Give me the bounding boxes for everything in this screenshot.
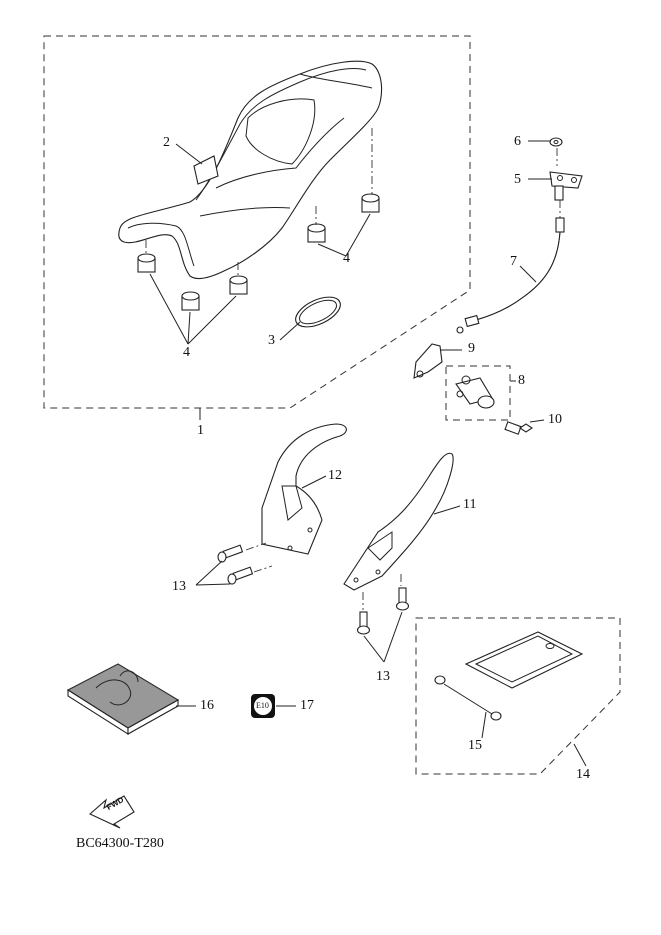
callout-13: 13 [376,669,390,684]
grab-bar-bolt [227,566,254,585]
grab-bar-right [343,452,454,591]
callout-9: 9 [468,341,475,356]
owners-manual [66,663,180,735]
seat-damper-group [137,193,380,311]
helmet-holder-cable [434,675,502,721]
callout-13: 13 [172,579,186,594]
callout-4: 4 [183,345,190,360]
callout-7: 7 [510,254,517,269]
seat-damper [137,253,156,273]
group-box-8 [445,365,511,421]
bolt-10 [504,421,533,435]
callout-3: 3 [268,333,275,348]
seat-lock-cable [456,217,565,334]
callout-16: 16 [200,698,214,713]
callout-15: 15 [468,738,482,753]
seat-lock-nut [549,137,563,147]
grab-bar-bolt [217,544,244,563]
seat-drawing [118,60,383,279]
group-box-1 [43,35,471,409]
callout-4: 4 [343,251,350,266]
seat-damper [307,223,326,243]
grab-bar-bolt [395,587,410,611]
seat-damper [181,291,200,311]
seat-lock-cylinder [455,375,495,409]
callout-8: 8 [518,373,525,388]
callout-17: 17 [300,698,314,713]
diagram-code: BC64300-T280 [76,836,164,851]
seat-lock-bracket [549,171,583,201]
group-box-14 [415,617,621,775]
callout-12: 12 [328,468,342,483]
callout-14: 14 [576,767,590,782]
seat-cover-ring [295,296,341,328]
callout-2: 2 [163,135,170,150]
callout-10: 10 [548,412,562,427]
callout-1: 1 [197,423,204,438]
forward-direction-arrow [89,795,135,829]
e10-label-text: E10 [256,701,269,710]
seat-lock-bracket-plate [413,343,443,379]
tool-bag [464,631,584,689]
e10-fuel-label [251,694,275,718]
seat-damper [361,193,380,213]
seat-damper [229,275,248,295]
grab-bar-bolt [356,611,371,635]
callout-11: 11 [463,497,477,512]
callout-6: 6 [514,134,521,149]
callout-5: 5 [514,172,521,187]
grab-bar-left [261,423,347,555]
